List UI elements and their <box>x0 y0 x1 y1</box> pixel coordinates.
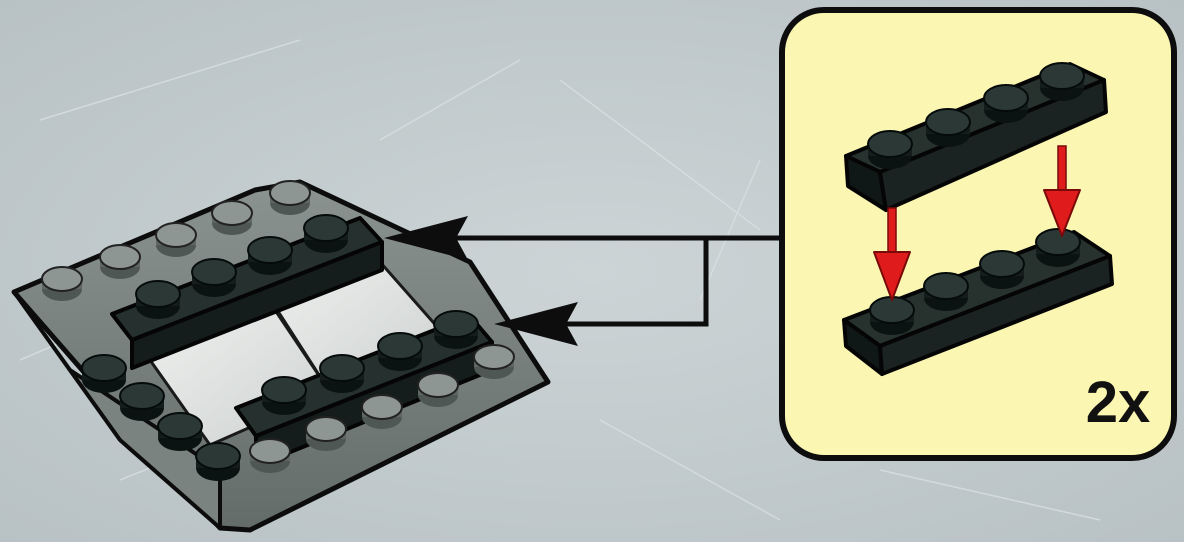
quantity-label: 2x <box>1068 368 1168 438</box>
